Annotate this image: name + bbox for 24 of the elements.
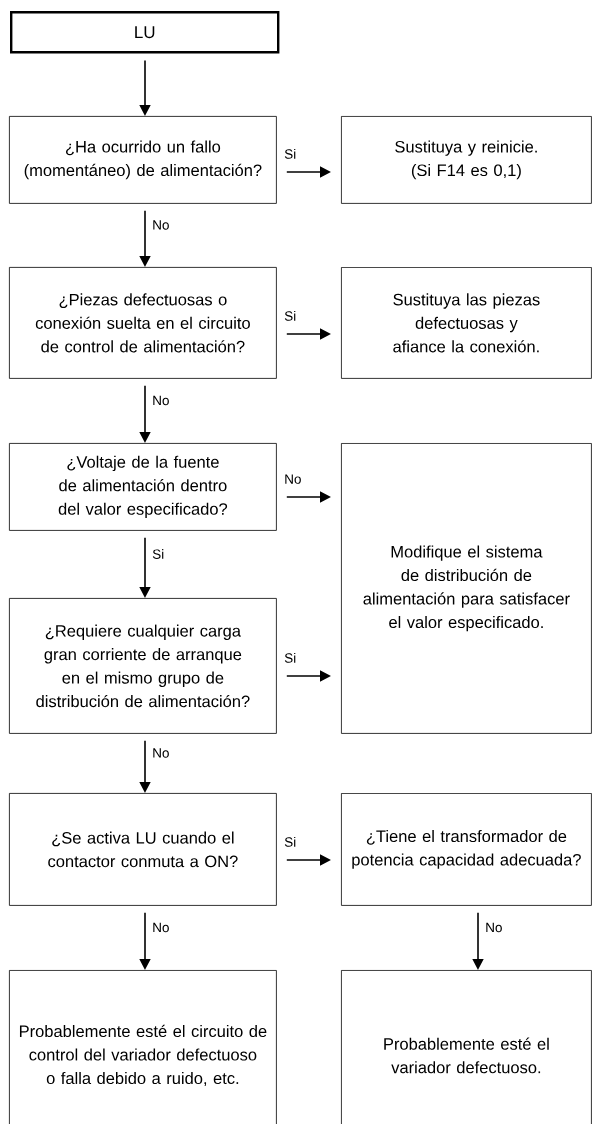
decision-box: ¿Requiere cualquier carga gran corriente de arranque en el mismo grupo de distribución de alimentación?	[9, 598, 277, 734]
decision-box: ¿Tiene el transformador de potencia capacidad adecuada?	[341, 793, 592, 906]
action-box: Probablemente esté el circuito de control del variador defectuoso o falla debido a ruido, etc.	[9, 970, 277, 1124]
edge-label: Si	[283, 651, 298, 664]
edge-label: No	[151, 747, 171, 759]
edge-label: No	[151, 921, 171, 934]
edge-label: Si	[151, 548, 166, 560]
action-box: Modifique el sistema de distribución de alimentación para satisfacer el valor especificado.	[341, 443, 592, 734]
arrow	[139, 385, 151, 443]
edge-label: No	[283, 473, 303, 485]
decision-box: ¿Se activa LU cuando el contactor conmuta a ON?	[9, 793, 277, 906]
decision-box: ¿Voltaje de la fuente de alimentación dentro del valor especificado?	[9, 443, 277, 531]
edge-label: Si	[283, 835, 298, 848]
edge-label: No	[151, 219, 171, 231]
decision-box: ¿Ha ocurrido un fallo (momentáneo) de alimentación?	[9, 116, 277, 204]
edge-label: Si	[283, 309, 298, 322]
edge-label: Si	[283, 147, 298, 160]
action-box: Sustituya las piezas defectuosas y afiance la conexión.	[341, 267, 592, 379]
action-box: Sustituya y reinicie. (Si F14 es 0,1)	[341, 116, 592, 204]
start-box: LU	[10, 11, 280, 54]
decision-box: ¿Piezas defectuosas o conexión suelta en el circuito de control de alimentación?	[9, 267, 277, 379]
action-box: Probablemente esté el variador defectuoso.	[341, 970, 592, 1124]
edge-label: No	[151, 394, 171, 407]
edge-label: No	[484, 921, 504, 934]
